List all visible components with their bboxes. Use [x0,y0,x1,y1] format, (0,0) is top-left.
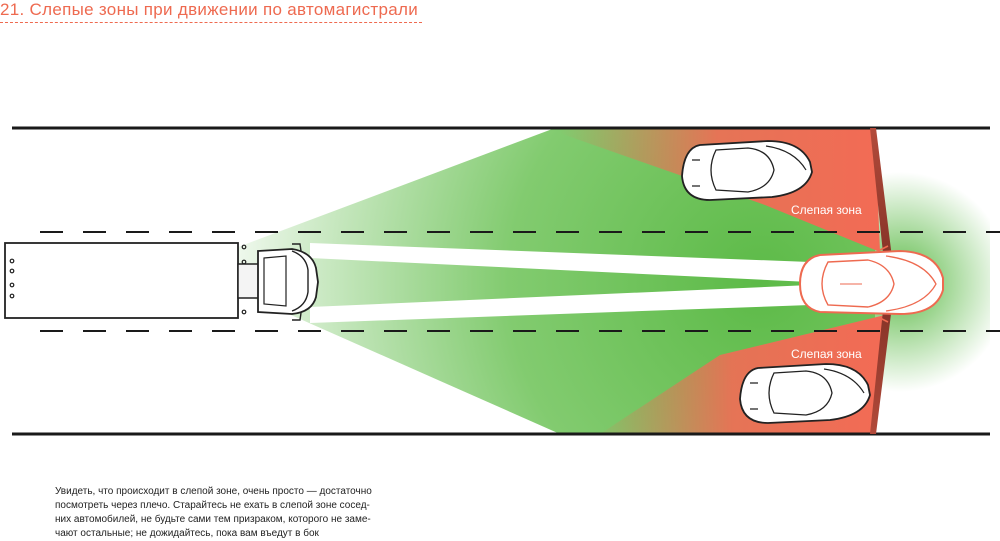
blind-zone-label-top: Слепая зона [791,203,862,217]
truck [4,242,319,321]
truck-trailer [4,242,239,319]
car-bottom-lane [739,363,871,424]
sight-beams [310,243,810,323]
caption-line: посмотреть через плечо. Старайтесь не ех… [55,500,370,511]
truck-cab [257,248,319,315]
car-top-lane [681,140,813,201]
caption-line: них автомобилей, не будьте сами тем приз… [55,514,371,525]
driver-car [798,245,944,323]
caption-line: чают остальные; не дожидайтесь, пока вам… [55,528,319,539]
caption: Увидеть, что происходит в слепой зоне, о… [55,485,400,541]
caption-line: Увидеть, что происходит в слепой зоне, о… [55,486,372,497]
blind-zone-label-bottom: Слепая зона [791,347,862,361]
page-title: 21. Слепые зоны при движении по автомаги… [0,0,419,19]
title-underline [0,22,422,23]
